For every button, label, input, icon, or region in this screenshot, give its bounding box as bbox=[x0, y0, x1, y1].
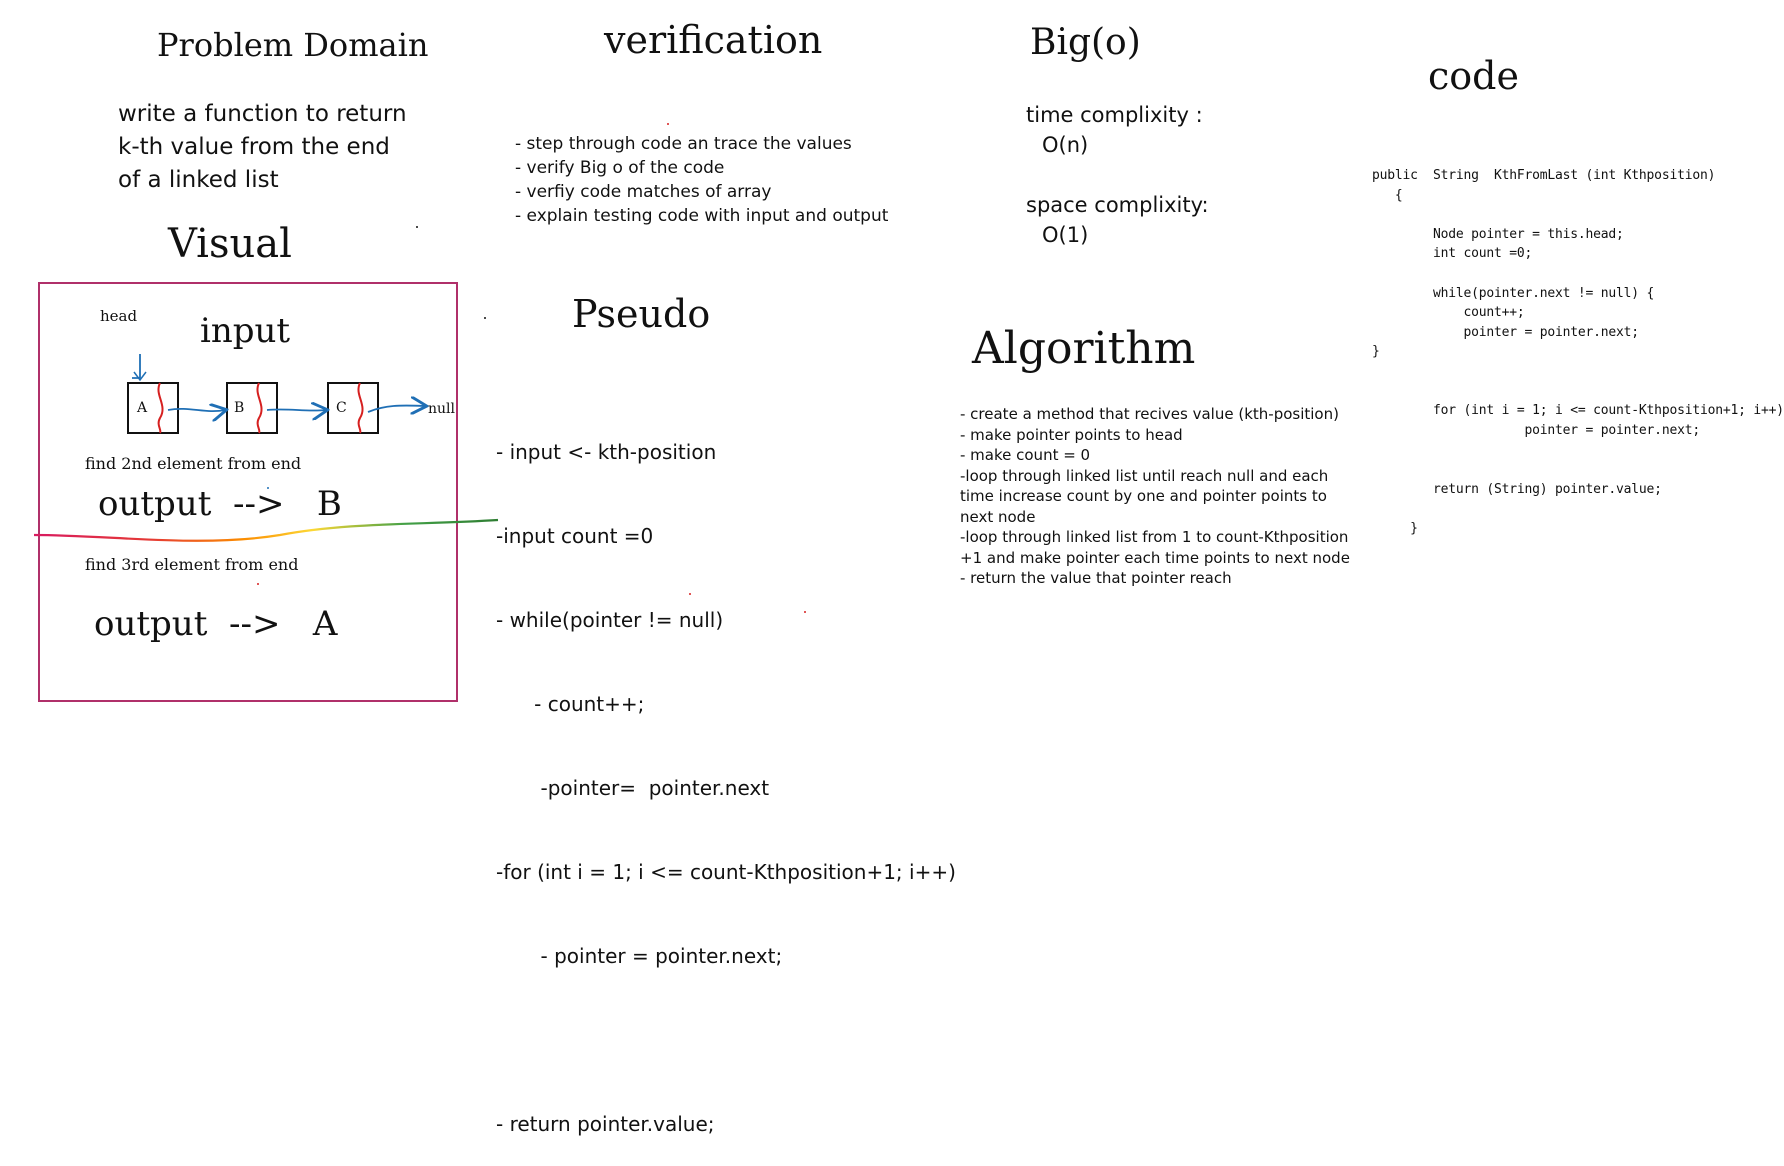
verification-item: - verfiy code matches of array bbox=[515, 182, 772, 202]
node-c-divider bbox=[357, 382, 364, 434]
null-label: null bbox=[428, 401, 455, 417]
algorithm-line: next node bbox=[960, 507, 1036, 526]
algorithm-title: Algorithm bbox=[972, 323, 1196, 374]
verification-item: - step through code an trace the values bbox=[515, 134, 852, 154]
pseudo-line: - count++; bbox=[496, 692, 645, 716]
stray-dot bbox=[804, 611, 806, 613]
code-line: pointer = pointer.next; bbox=[1372, 422, 1701, 438]
code-listing: public String KthFromLast (int Kthpositi… bbox=[1372, 166, 1784, 538]
node-b-divider bbox=[256, 382, 263, 434]
space-complexity-label: space complixity: bbox=[1026, 193, 1209, 217]
space-complexity-value: O(1) bbox=[1042, 223, 1089, 247]
whiteboard-canvas: { "problem_domain": { "title": "Problem … bbox=[33, 18, 1784, 1136]
pseudo-line: - input <- kth-position bbox=[496, 440, 717, 464]
code-line: public String KthFromLast (int Kthpositi… bbox=[1372, 168, 1716, 183]
code-line: for (int i = 1; i <= count-Kthposition+1… bbox=[1372, 403, 1784, 419]
node-a-divider bbox=[157, 382, 164, 434]
input-label: input bbox=[200, 311, 291, 351]
pseudo-code: - input <- kth-position -input count =0 … bbox=[496, 382, 956, 1166]
algorithm-line: +1 and make pointer each time points to … bbox=[960, 548, 1350, 567]
problem-domain-title: Problem Domain bbox=[157, 26, 429, 64]
big-o-title: Big(o) bbox=[1030, 22, 1141, 63]
pseudo-line bbox=[496, 1026, 956, 1054]
visual-frame bbox=[38, 282, 458, 702]
code-title: code bbox=[1428, 54, 1519, 98]
example-divider-line bbox=[33, 518, 499, 542]
problem-domain-description: write a function to return k-th value fr… bbox=[118, 98, 407, 197]
code-line: int count =0; bbox=[1372, 246, 1533, 262]
algorithm-line: -loop through linked list until reach nu… bbox=[960, 466, 1329, 485]
code-line: } bbox=[1372, 520, 1418, 536]
pseudo-line: -for (int i = 1; i <= count-Kthposition+… bbox=[496, 860, 956, 884]
pseudo-line: - return pointer.value; bbox=[496, 1112, 715, 1136]
verification-title: verification bbox=[604, 18, 823, 62]
verification-list: - step through code an trace the values … bbox=[515, 132, 888, 228]
verification-item: - verify Big o of the code bbox=[515, 158, 725, 178]
example2-caption: find 3rd element from end bbox=[85, 555, 299, 574]
example1-caption: find 2nd element from end bbox=[85, 454, 302, 473]
node-b-label: B bbox=[234, 400, 245, 416]
algorithm-steps: - create a method that recives value (kt… bbox=[960, 404, 1350, 589]
pseudo-line: - while(pointer != null) bbox=[496, 608, 724, 632]
node-c-null-arrow bbox=[367, 406, 425, 412]
pseudo-line: -input count =0 bbox=[496, 524, 654, 548]
node-a-next-arrow bbox=[167, 409, 225, 411]
code-line: return (String) pointer.value; bbox=[1372, 481, 1662, 497]
problem-domain-line: write a function to return bbox=[118, 101, 407, 127]
time-complexity-value: O(n) bbox=[1042, 133, 1089, 157]
pseudo-line: -pointer= pointer.next bbox=[496, 776, 770, 800]
node-a-box bbox=[127, 382, 179, 434]
problem-domain-line: k-th value from the end bbox=[118, 134, 390, 160]
algorithm-line: - create a method that recives value (kt… bbox=[960, 405, 1339, 423]
algorithm-line: - make count = 0 bbox=[960, 446, 1091, 464]
problem-domain-line: of a linked list bbox=[118, 167, 279, 193]
code-line: } bbox=[1372, 344, 1380, 360]
head-label: head bbox=[100, 307, 138, 325]
head-pointer-tip bbox=[133, 371, 147, 382]
code-line: while(pointer.next != null) { bbox=[1372, 285, 1655, 301]
algorithm-line: time increase count by one and pointer p… bbox=[960, 487, 1327, 505]
algorithm-line: - return the value that pointer reach bbox=[960, 569, 1232, 587]
code-line: count++; bbox=[1372, 305, 1525, 321]
big-o-details: time complixity : O(n) space complixity:… bbox=[1026, 100, 1209, 250]
code-line: Node pointer = this.head; bbox=[1372, 226, 1624, 242]
example2-output: output --> A bbox=[94, 604, 338, 644]
head-pointer-arrow bbox=[132, 354, 141, 379]
stray-dot bbox=[416, 226, 418, 228]
pseudo-line: - pointer = pointer.next; bbox=[496, 944, 783, 968]
visual-title: Visual bbox=[168, 221, 292, 267]
stray-dot bbox=[667, 123, 669, 125]
node-b-next-arrow bbox=[266, 409, 326, 410]
stray-dot bbox=[257, 583, 259, 585]
stray-dot bbox=[689, 593, 691, 595]
node-a-label: A bbox=[137, 400, 148, 416]
stray-dot bbox=[267, 487, 269, 489]
code-line: pointer = pointer.next; bbox=[1372, 324, 1640, 340]
time-complexity-label: time complixity : bbox=[1026, 103, 1203, 127]
pseudo-title: Pseudo bbox=[572, 292, 711, 336]
code-line: { bbox=[1372, 187, 1403, 203]
example1-output: output --> B bbox=[98, 484, 342, 524]
algorithm-line: - make pointer points to head bbox=[960, 425, 1183, 444]
stray-dot bbox=[484, 317, 486, 319]
node-c-label: C bbox=[336, 400, 347, 416]
verification-item: - explain testing code with input and ou… bbox=[515, 206, 889, 226]
algorithm-line: -loop through linked list from 1 to coun… bbox=[960, 528, 1349, 546]
linked-list-diagram bbox=[33, 123, 806, 613]
